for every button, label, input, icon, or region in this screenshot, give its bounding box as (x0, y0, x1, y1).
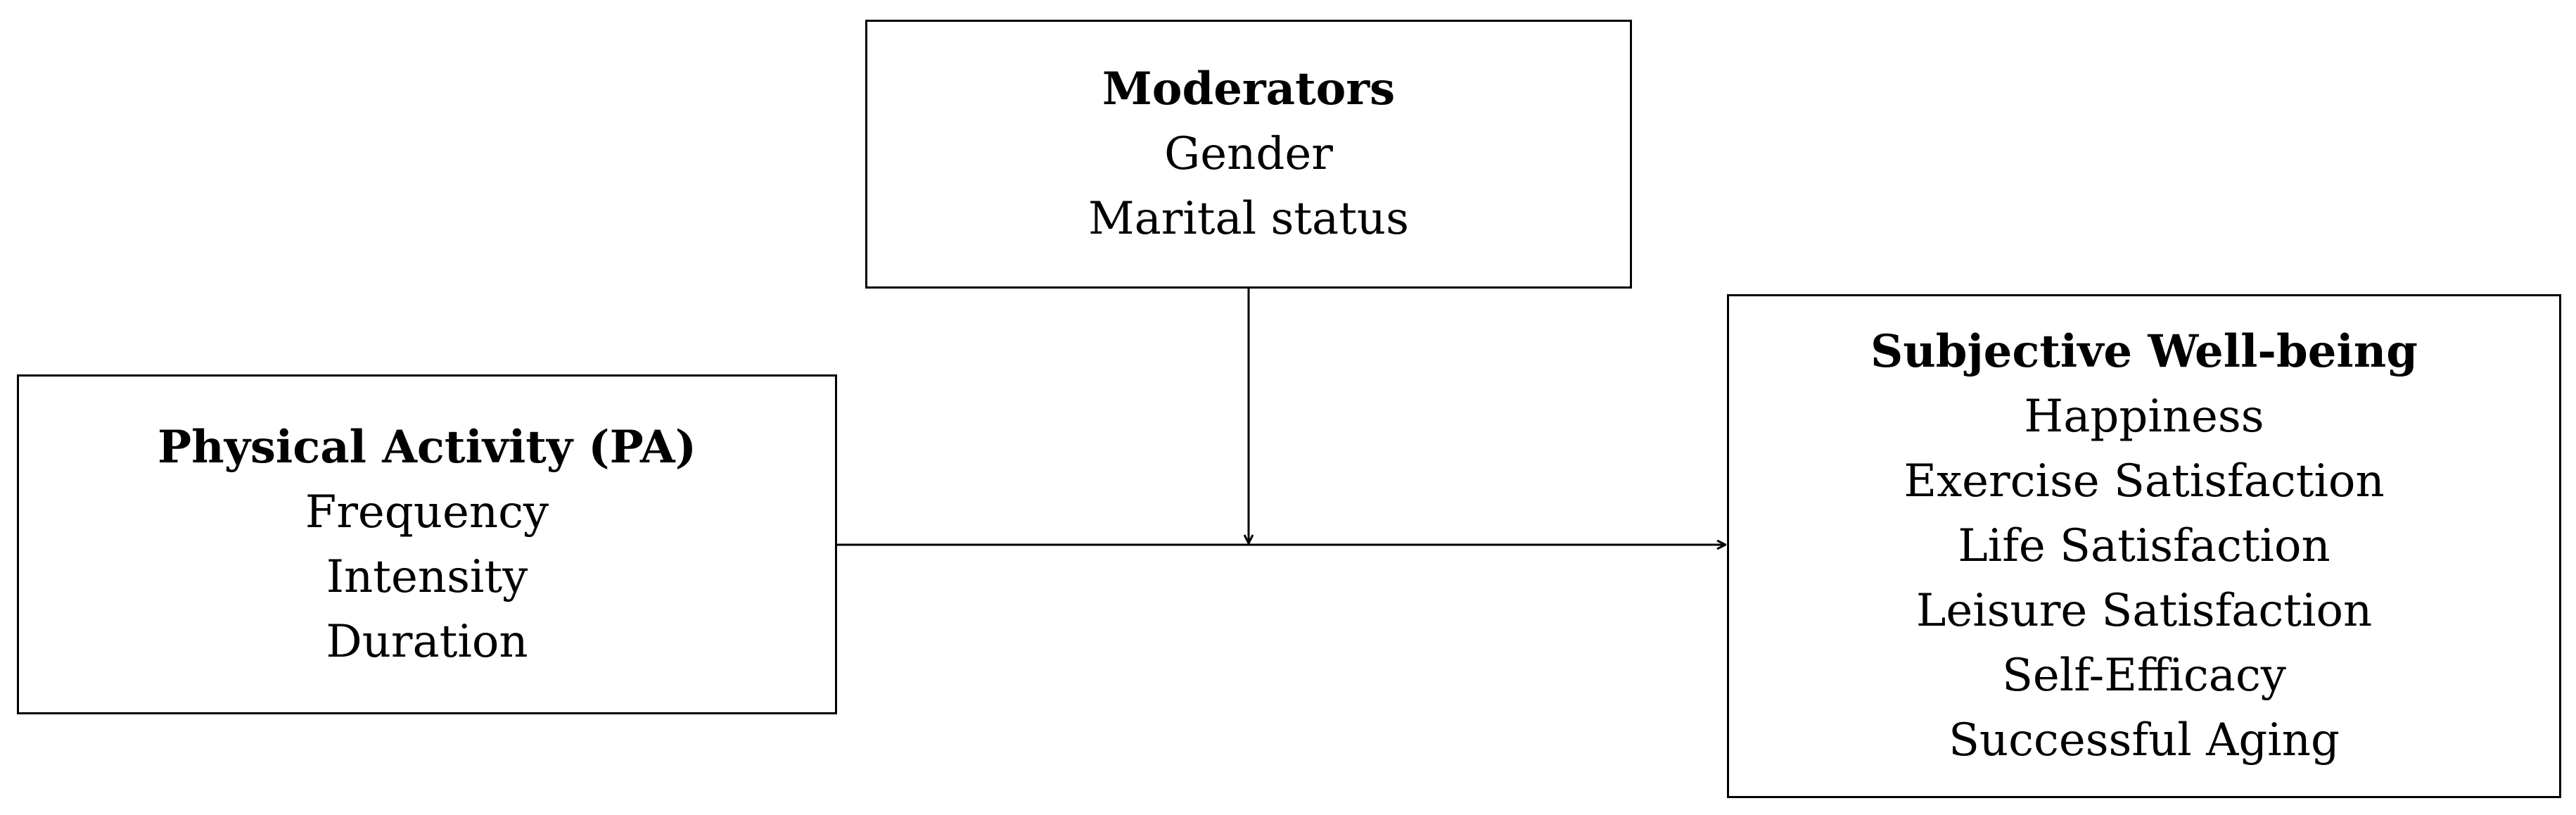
moderators-box: Moderators Gender Marital status (865, 20, 1632, 289)
pa-item-frequency: Frequency (305, 486, 549, 538)
swb-item-successful-aging: Successful Aging (1949, 714, 2340, 766)
pa-item-duration: Duration (326, 615, 528, 668)
moderator-item-gender: Gender (1164, 128, 1333, 180)
moderator-item-marital-status: Marital status (1088, 193, 1409, 245)
swb-item-leisure-satisfaction: Leisure Satisfaction (1915, 585, 2373, 637)
pa-item-intensity: Intensity (326, 550, 528, 603)
swb-item-happiness: Happiness (2024, 391, 2264, 443)
moderators-title: Moderators (1102, 63, 1396, 115)
swb-item-self-efficacy: Self-Efficacy (2002, 650, 2286, 702)
subjective-well-being-box: Subjective Well-being Happiness Exercise… (1727, 294, 2561, 798)
subjective-well-being-title: Subjective Well-being (1870, 325, 2418, 378)
swb-item-exercise-satisfaction: Exercise Satisfaction (1904, 455, 2385, 507)
swb-item-life-satisfaction: Life Satisfaction (1958, 520, 2330, 572)
physical-activity-title: Physical Activity (PA) (158, 420, 696, 474)
physical-activity-box: Physical Activity (PA) Frequency Intensi… (17, 374, 837, 714)
